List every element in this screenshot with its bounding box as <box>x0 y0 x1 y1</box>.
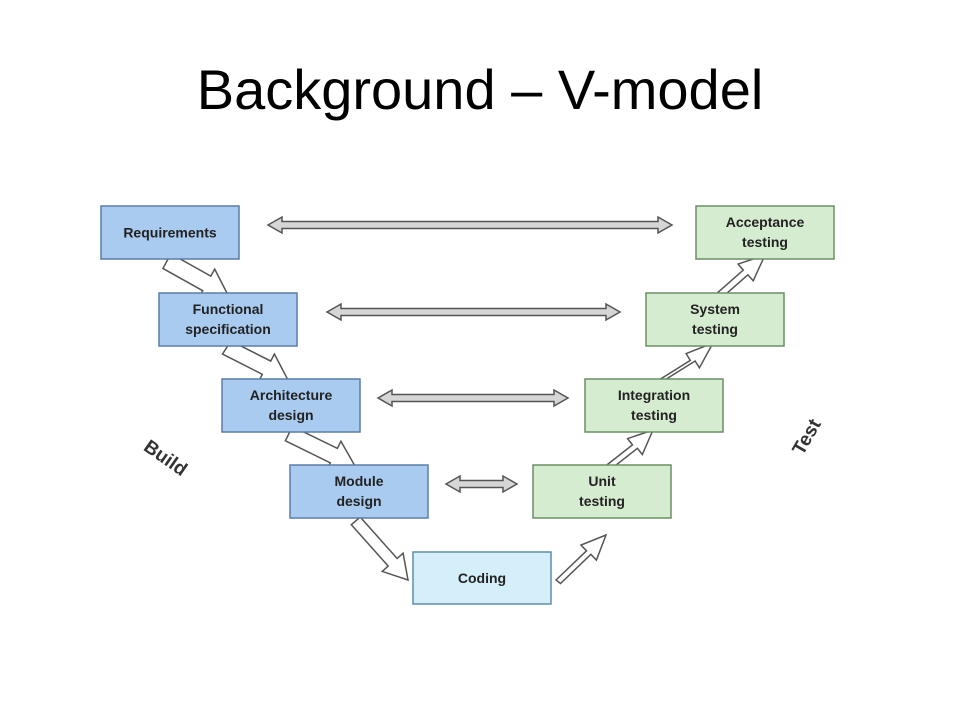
step-box <box>289 464 429 519</box>
step-integration-testing: Integration testing <box>584 378 724 433</box>
step-box <box>158 292 298 347</box>
step-label-line2: design <box>336 493 381 509</box>
step-label-line2: testing <box>579 493 625 509</box>
link-arrow-architecture-integration <box>376 388 570 408</box>
step-architecture-design: Architecture design <box>221 378 361 433</box>
build-steps: Requirements Functional specification Ar… <box>100 205 429 519</box>
step-label-line1: Architecture <box>250 387 333 403</box>
flow-arrow-down-3 <box>284 425 357 471</box>
step-box <box>645 292 785 347</box>
flow-arrow-up-1 <box>554 533 608 585</box>
flow-arrow-down-2 <box>221 339 290 383</box>
link-arrow-module-unit <box>444 474 519 494</box>
step-label-line1: System <box>690 301 740 317</box>
step-label-line2: specification <box>185 321 271 337</box>
link-arrow-functional-system <box>325 302 622 322</box>
level-links <box>266 215 674 494</box>
step-label-line2: testing <box>692 321 738 337</box>
step-box <box>695 205 835 260</box>
flow-arrow-down-1 <box>161 252 230 299</box>
step-acceptance-testing: Acceptance testing <box>695 205 835 260</box>
step-label-line1: Acceptance <box>726 214 805 230</box>
step-coding: Coding <box>412 551 552 605</box>
step-label: Coding <box>458 570 506 586</box>
step-label-line2: testing <box>631 407 677 423</box>
slide-title: Background – V-model <box>196 58 764 121</box>
step-label: Requirements <box>123 225 217 241</box>
test-steps: Unit testing Integration testing System … <box>532 205 835 519</box>
flow-arrow-down-4 <box>350 516 409 582</box>
step-label-line2: testing <box>742 234 788 250</box>
step-label-line1: Unit <box>588 473 616 489</box>
step-requirements: Requirements <box>100 205 240 260</box>
step-box <box>100 205 240 260</box>
test-label: Test <box>789 415 826 459</box>
link-arrow-requirements-acceptance <box>266 215 674 235</box>
step-label-line2: design <box>268 407 313 423</box>
step-box <box>532 464 672 519</box>
step-unit-testing: Unit testing <box>532 464 672 519</box>
step-label-line1: Functional <box>193 301 264 317</box>
step-functional-specification: Functional specification <box>158 292 298 347</box>
step-box <box>412 551 552 605</box>
step-label-line1: Integration <box>618 387 690 403</box>
step-box <box>584 378 724 433</box>
step-module-design: Module design <box>289 464 429 519</box>
step-label-line1: Module <box>335 473 384 489</box>
step-box <box>221 378 361 433</box>
step-system-testing: System testing <box>645 292 785 347</box>
build-label: Build <box>140 436 191 480</box>
